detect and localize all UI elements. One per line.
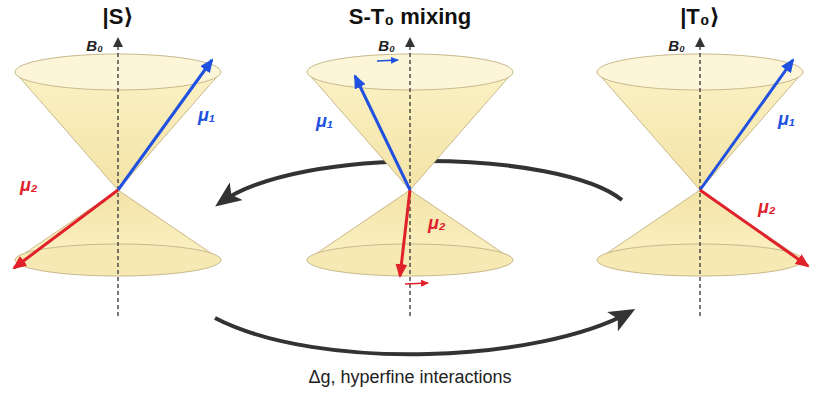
moment-label: μ₁ <box>316 112 333 130</box>
moment-arrow <box>14 190 118 268</box>
precession-arrow <box>405 283 428 284</box>
field-axis <box>117 40 118 316</box>
moment-label: μ₁ <box>198 106 215 124</box>
field-label: B₀ <box>86 38 103 53</box>
field-label: B₀ <box>378 38 395 53</box>
mechanism-label: Δg, hyperfine interactions <box>308 368 511 386</box>
moment-label: μ₂ <box>758 198 776 216</box>
precession-arrow <box>377 60 398 61</box>
state-title: S-T₀ mixing <box>349 6 471 28</box>
moment-arrow <box>118 60 212 190</box>
moment-arrow <box>355 76 410 190</box>
moment-arrow <box>400 190 410 276</box>
field-label: B₀ <box>668 38 685 53</box>
state-title: |S⟩ <box>103 6 134 28</box>
state-title: |T₀⟩ <box>680 6 720 28</box>
field-axis <box>409 40 410 316</box>
moment-arrow <box>700 190 808 266</box>
field-axis <box>699 40 700 316</box>
moment-label: μ₂ <box>20 176 38 194</box>
moment-label: μ₂ <box>428 214 446 232</box>
moment-label: μ₁ <box>778 110 795 128</box>
